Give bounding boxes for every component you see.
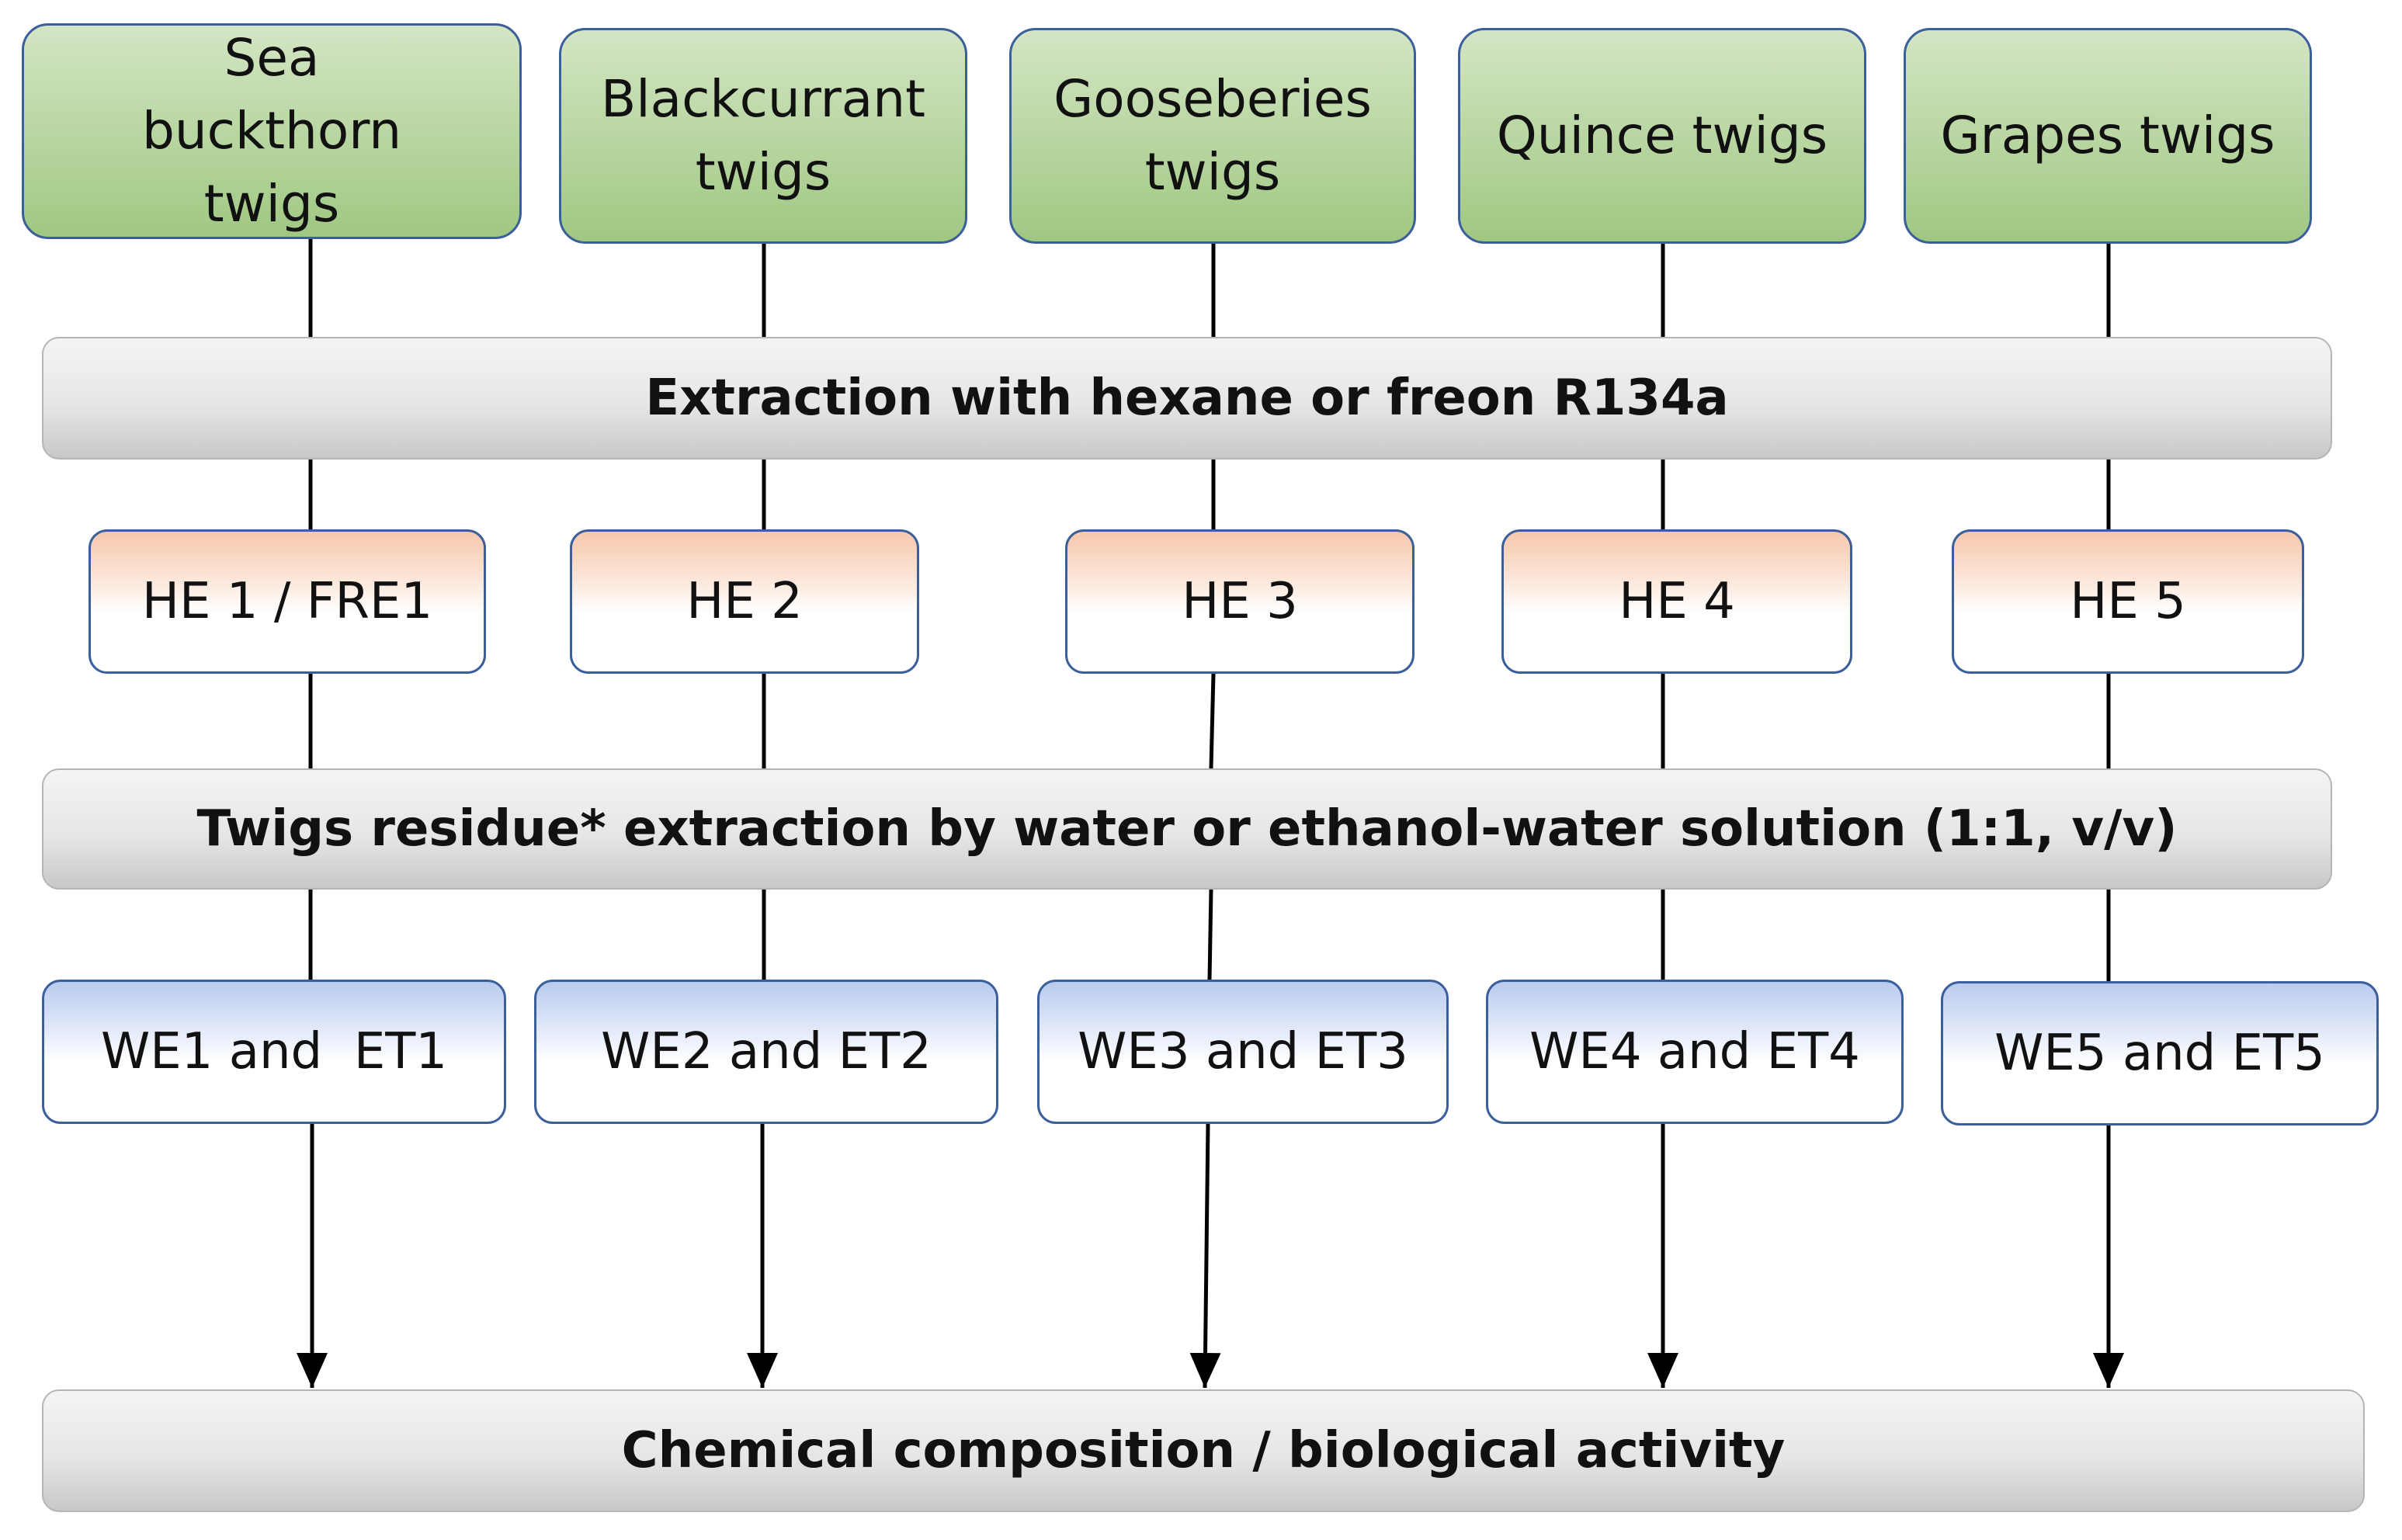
arrow-3 bbox=[1189, 1123, 1221, 1389]
extract-label: WE5 and ET5 bbox=[1994, 1025, 2325, 1082]
source-label: Blackcurrant twigs bbox=[601, 69, 925, 202]
source-label: Grapes twigs bbox=[1940, 106, 2275, 165]
source-label: Quince twigs bbox=[1496, 106, 1828, 165]
step-label: Twigs residue* extraction by water or et… bbox=[196, 800, 2178, 858]
connector-3-c bbox=[1209, 673, 1216, 769]
we-et-extract-1: WE1 and ET1 bbox=[42, 980, 506, 1124]
extract-label: WE3 and ET3 bbox=[1078, 1023, 1408, 1080]
outcome-chemical-composition-activity: Chemical composition / biological activi… bbox=[42, 1389, 2365, 1512]
extraction-step-water-ethanol: Twigs residue* extraction by water or et… bbox=[42, 768, 2332, 890]
step-label: Extraction with hexane or freon R134a bbox=[645, 369, 1729, 427]
extract-label: HE 2 bbox=[686, 573, 803, 630]
source-quince: Quince twigs bbox=[1458, 28, 1866, 244]
source-sea-buckthorn: Sea buckthorn twigs bbox=[22, 23, 522, 239]
extract-label: HE 3 bbox=[1182, 573, 1298, 630]
extract-label: WE4 and ET4 bbox=[1529, 1023, 1860, 1080]
source-gooseberries: Gooseberies twigs bbox=[1009, 28, 1416, 244]
outcome-label: Chemical composition / biological activi… bbox=[621, 1422, 1786, 1479]
source-blackcurrant: Blackcurrant twigs bbox=[559, 28, 967, 244]
he-extract-2: HE 2 bbox=[570, 529, 919, 674]
he-extract-3: HE 3 bbox=[1065, 529, 1414, 674]
connector-3-d bbox=[1207, 889, 1213, 980]
extract-label: WE2 and ET2 bbox=[601, 1023, 932, 1080]
we-et-extract-4: WE4 and ET4 bbox=[1486, 980, 1904, 1124]
we-et-extract-3: WE3 and ET3 bbox=[1037, 980, 1449, 1124]
extract-label: HE 5 bbox=[2070, 573, 2186, 630]
source-label: Gooseberies twigs bbox=[1053, 69, 1372, 202]
extract-label: HE 4 bbox=[1619, 573, 1735, 630]
he-extract-5: HE 5 bbox=[1952, 529, 2304, 674]
extract-label: HE 1 / FRE1 bbox=[141, 573, 433, 630]
we-et-extract-2: WE2 and ET2 bbox=[534, 980, 998, 1124]
source-grapes: Grapes twigs bbox=[1904, 28, 2312, 244]
extract-label: WE1 and ET1 bbox=[100, 1023, 448, 1080]
we-et-extract-5: WE5 and ET5 bbox=[1941, 981, 2379, 1126]
he-extract-1: HE 1 / FRE1 bbox=[89, 529, 486, 674]
extraction-step-hexane-freon: Extraction with hexane or freon R134a bbox=[42, 337, 2332, 460]
source-label: Sea buckthorn twigs bbox=[141, 28, 402, 234]
he-extract-4: HE 4 bbox=[1501, 529, 1852, 674]
